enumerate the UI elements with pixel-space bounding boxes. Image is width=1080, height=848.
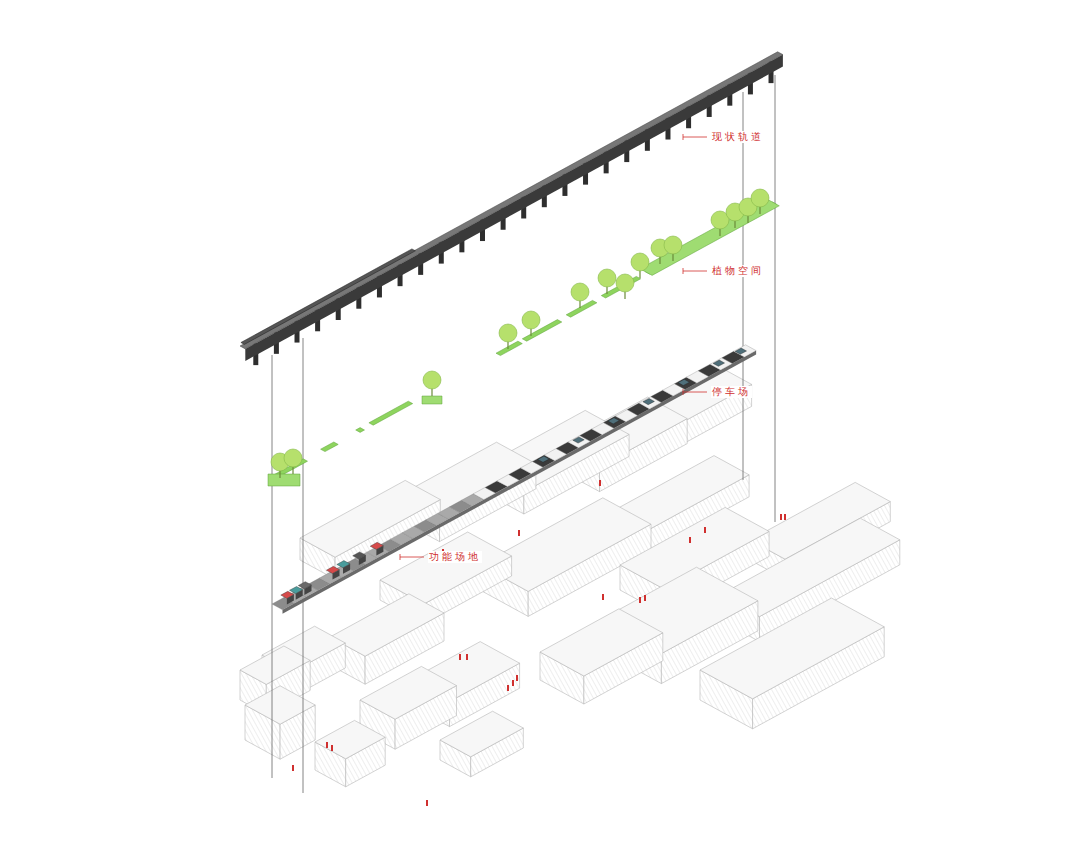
viaduct-deck-side — [245, 55, 783, 361]
building-roof — [300, 480, 440, 557]
plant-strip — [356, 428, 365, 433]
building-block — [700, 598, 884, 729]
strip-side — [283, 351, 757, 614]
plant-strip — [321, 442, 339, 452]
person-mark — [599, 480, 601, 486]
leader-line — [683, 392, 707, 393]
building-roof — [700, 598, 884, 699]
plant-strip — [369, 401, 413, 425]
person-mark — [466, 654, 468, 660]
building-roof — [245, 686, 315, 724]
building-layer — [240, 365, 900, 787]
plant-bed — [422, 396, 442, 404]
function-block — [359, 555, 366, 565]
car-mark — [608, 418, 619, 424]
building-roof — [440, 711, 523, 757]
person-mark — [518, 530, 520, 536]
plant-bed — [268, 474, 300, 486]
tree-crown — [423, 371, 441, 389]
building-block — [315, 720, 385, 786]
tree-crown — [664, 236, 682, 254]
leader-tick — [683, 268, 684, 274]
person-mark — [689, 537, 691, 543]
plant-bed — [640, 199, 780, 275]
function-block — [376, 546, 383, 556]
person-mark — [512, 680, 514, 686]
person-mark — [516, 675, 518, 681]
function-block — [333, 570, 340, 580]
projection-lines — [272, 75, 775, 793]
car-mark — [538, 456, 549, 462]
leader-line — [400, 557, 424, 558]
person-mark — [459, 654, 461, 660]
tree-crown — [571, 283, 589, 301]
tree-crown — [631, 253, 649, 271]
car-mark — [643, 399, 654, 405]
leader-line — [683, 271, 707, 272]
building-roof — [315, 720, 385, 758]
leader-tick — [683, 389, 684, 395]
tree-crown — [499, 324, 517, 342]
person-mark — [644, 595, 646, 601]
viaduct-train — [241, 249, 416, 345]
tree-crown — [751, 189, 769, 207]
car-mark — [573, 437, 584, 443]
person-mark — [639, 597, 641, 603]
leader-lines — [400, 134, 707, 560]
person-mark — [704, 527, 706, 533]
projection-line — [743, 92, 744, 480]
projection-line — [775, 75, 776, 522]
building-roof — [380, 532, 512, 604]
person-mark — [784, 514, 786, 520]
people-marks — [292, 480, 786, 806]
function-block — [287, 595, 294, 605]
building-block — [540, 609, 663, 704]
layer-label: 植物空间 — [711, 265, 765, 277]
projection-line — [272, 355, 273, 778]
function-block — [343, 564, 350, 574]
person-mark — [331, 745, 333, 751]
person-mark — [602, 594, 604, 600]
function-block — [296, 590, 303, 600]
parking-strip — [272, 345, 756, 614]
rail-viaduct — [240, 52, 783, 365]
viaduct-deck-top — [240, 52, 783, 349]
person-mark — [326, 742, 328, 748]
car-mark — [735, 348, 746, 354]
plant-layer — [268, 189, 779, 486]
projection-line — [303, 338, 304, 793]
plant-strip — [566, 300, 597, 317]
layer-label: 停车场 — [711, 386, 752, 398]
plant-strip — [496, 341, 522, 355]
building-roof — [540, 609, 663, 676]
tree-crown — [598, 269, 616, 287]
tree-crown — [616, 274, 634, 292]
building-roof — [330, 594, 444, 656]
leader-line — [683, 137, 707, 138]
tree-crown — [284, 449, 302, 467]
person-mark — [780, 514, 782, 520]
person-mark — [507, 685, 509, 691]
layer-label: 功能场地 — [428, 551, 482, 563]
layer-label: 现状轨道 — [711, 131, 765, 143]
building-roof — [240, 646, 310, 684]
function-block — [304, 585, 311, 595]
person-mark — [426, 800, 428, 806]
strip-segment — [734, 345, 756, 357]
tree-crown — [522, 311, 540, 329]
leader-tick — [400, 554, 401, 560]
leader-tick — [683, 134, 684, 140]
building-roof — [360, 666, 457, 719]
building-block — [245, 686, 315, 759]
building-block — [440, 711, 523, 777]
person-mark — [292, 765, 294, 771]
car-mark — [713, 360, 724, 366]
car-mark — [678, 379, 689, 385]
